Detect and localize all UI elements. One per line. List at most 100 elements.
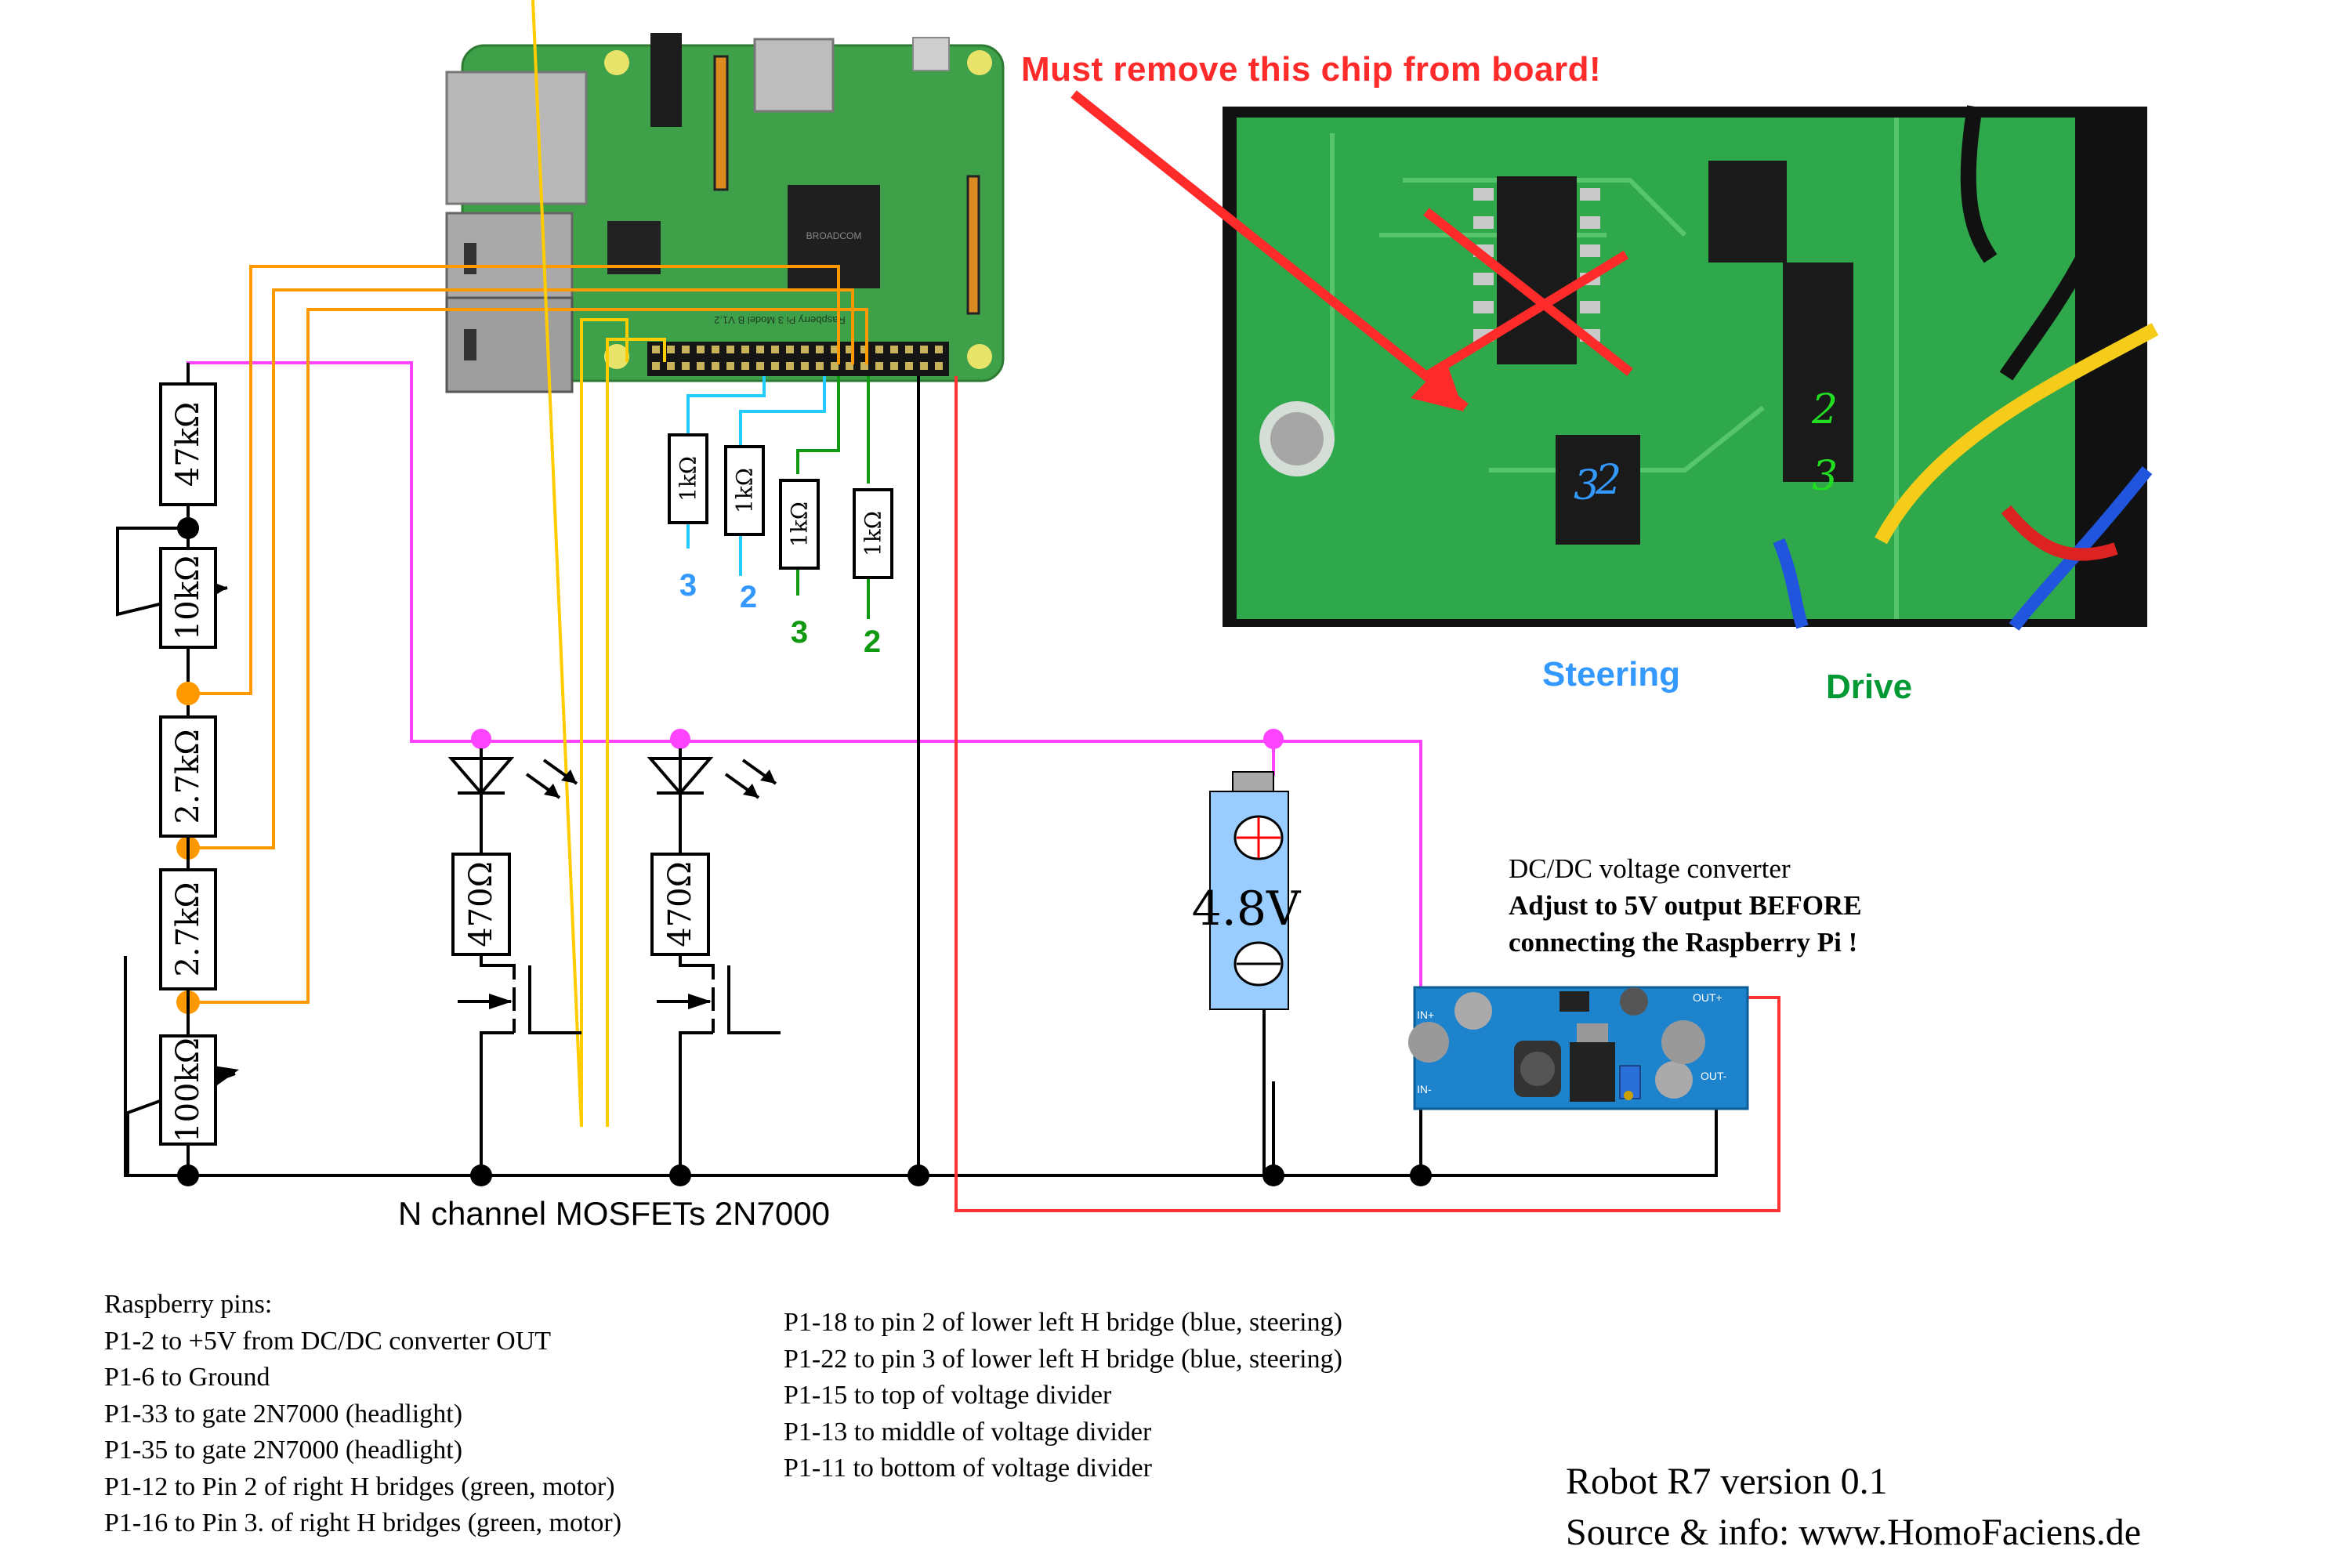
gpio-pin xyxy=(741,362,749,370)
chip-to-remove xyxy=(1497,176,1577,364)
headlight-circuit: 470Ω xyxy=(647,748,781,1175)
gpio-pin xyxy=(831,362,839,370)
gpio-pin xyxy=(667,362,675,370)
gpio-pin xyxy=(890,346,898,353)
remove-chip-warning: Must remove this chip from board! xyxy=(1021,50,1602,89)
divider-junction xyxy=(177,517,199,539)
headlight-circuit: 470Ω xyxy=(447,748,581,1175)
mosfet-label: N channel MOSFETs 2N7000 xyxy=(398,1195,830,1232)
pin-note: P1-16 to Pin 3. of right H bridges (gree… xyxy=(104,1508,622,1537)
divider-tap-top xyxy=(176,682,200,705)
gpio-pin xyxy=(905,362,913,370)
pin-note: P1-6 to Ground xyxy=(104,1363,270,1392)
converter-title: DC/DC voltage converter xyxy=(1509,853,1791,884)
out-minus-label: OUT- xyxy=(1701,1070,1727,1082)
svg-text:BROADCOM: BROADCOM xyxy=(806,230,862,241)
pin-notes-right: P1-18 to pin 2 of lower left H bridge (b… xyxy=(784,1305,1342,1487)
gpio-pin xyxy=(756,346,764,353)
resistor-value: 470Ω xyxy=(662,861,698,947)
ground-junction xyxy=(1262,1164,1284,1186)
gate-wires xyxy=(531,0,666,1128)
gpio-pin xyxy=(905,346,913,353)
gpio-pin xyxy=(712,346,719,353)
gpio-pin xyxy=(875,346,883,353)
broadcom-soc xyxy=(788,185,880,288)
gpio-pin xyxy=(756,362,764,370)
gpio-pin xyxy=(667,346,675,353)
pin-notes-left: Raspberry pins: P1-2 to +5V from DC/DC c… xyxy=(104,1287,621,1542)
power-junction xyxy=(1263,729,1284,749)
remove-cross-line-1 xyxy=(1423,208,1633,376)
display-connector xyxy=(966,175,980,315)
mosfet-gate xyxy=(528,965,581,1034)
gpio-pin xyxy=(786,362,794,370)
gpio-pin xyxy=(726,362,734,370)
gpio-pin xyxy=(771,362,779,370)
battery: 4.8V xyxy=(1192,771,1302,1175)
gpio-pin xyxy=(801,362,809,370)
divider-resistor: 2.7kΩ xyxy=(159,868,217,990)
pin-notes-heading: Raspberry pins: xyxy=(104,1290,273,1319)
headlight-resistor: 470Ω xyxy=(650,853,710,956)
source-link[interactable]: Source & info: www.HomoFaciens.de xyxy=(1566,1512,2142,1553)
resistor-value: 2.7kΩ xyxy=(170,729,206,824)
resistor-value: 470Ω xyxy=(463,861,499,947)
output-capacitor xyxy=(1661,1020,1705,1064)
drive-pin-label-3: 3 xyxy=(1812,453,1838,500)
gpio-pin xyxy=(682,346,690,353)
resistor-value: 1kΩ xyxy=(860,511,886,556)
resistor-value: 10kΩ xyxy=(170,556,206,640)
resistor-value: 47kΩ xyxy=(170,402,206,487)
audio-jack xyxy=(650,33,682,127)
gpio-pin xyxy=(726,346,734,353)
signal-resistor: 1kΩ xyxy=(853,488,893,579)
regulator-chip xyxy=(1570,1042,1615,1102)
gpio-pin xyxy=(697,346,705,353)
resistor-value: 1kΩ xyxy=(787,502,813,547)
gpio-header xyxy=(647,342,949,376)
gpio-pin xyxy=(816,362,824,370)
gpio-pin xyxy=(741,346,749,353)
pin-note: P1-2 to +5V from DC/DC converter OUT xyxy=(104,1326,552,1356)
ground-junction xyxy=(907,1164,929,1186)
drive-pin-3-label: 3 xyxy=(791,615,808,650)
svg-text:Raspberry Pi 3 Model B V1.2: Raspberry Pi 3 Model B V1.2 xyxy=(714,314,846,326)
drive-pin-2-label: 2 xyxy=(864,625,881,659)
ethernet-port xyxy=(445,71,588,205)
gpio-pin xyxy=(935,346,943,353)
gpio-pin xyxy=(920,362,928,370)
gpio-pin xyxy=(890,362,898,370)
drive-pin-label-2: 2 xyxy=(1811,386,1838,433)
divider-resistor: 47kΩ xyxy=(159,382,217,506)
divider-resistor: 2.7kΩ xyxy=(159,715,217,838)
remove-cross-line-2 xyxy=(1423,250,1629,381)
hdmi-port xyxy=(753,38,835,113)
ground-junction xyxy=(1410,1164,1432,1186)
battery-voltage: 4.8V xyxy=(1192,882,1302,936)
signal-resistor: 1kΩ xyxy=(724,445,765,536)
headlight-resistor: 470Ω xyxy=(451,853,511,956)
micro-usb-port xyxy=(912,37,950,71)
resistor-value: 1kΩ xyxy=(732,468,758,513)
out-plus-label: OUT+ xyxy=(1693,991,1722,1004)
steering-pin-label-3: 3 xyxy=(1574,462,1599,509)
pin-note: P1-11 to bottom of voltage divider xyxy=(784,1454,1152,1483)
motor-controller-board: 3 2 2 3 xyxy=(1070,90,2159,631)
signal-resistor: 1kΩ xyxy=(779,479,820,570)
gpio-pin xyxy=(652,362,660,370)
steering-wires xyxy=(686,376,826,576)
gpio-pin xyxy=(682,362,690,370)
divider-resistor: 10kΩ xyxy=(159,547,217,649)
pin-note: P1-35 to gate 2N7000 (headlight) xyxy=(104,1436,463,1465)
in-plus-label: IN+ xyxy=(1417,1009,1434,1021)
pin-note: P1-12 to Pin 2 of right H bridges (green… xyxy=(104,1472,615,1501)
gpio-pin xyxy=(860,346,868,353)
raspberry-pi-board: BROADCOM Raspberry Pi 3 Model B V1.2 xyxy=(445,33,1005,393)
converter-note: DC/DC voltage converter Adjust to 5V out… xyxy=(1509,850,1862,961)
gpio-pin xyxy=(875,362,883,370)
gpio-pin xyxy=(846,362,853,370)
gpio-pin xyxy=(697,362,705,370)
steering-pin-3-label: 3 xyxy=(679,568,697,603)
steering-h-bridge-chip xyxy=(1556,435,1640,545)
